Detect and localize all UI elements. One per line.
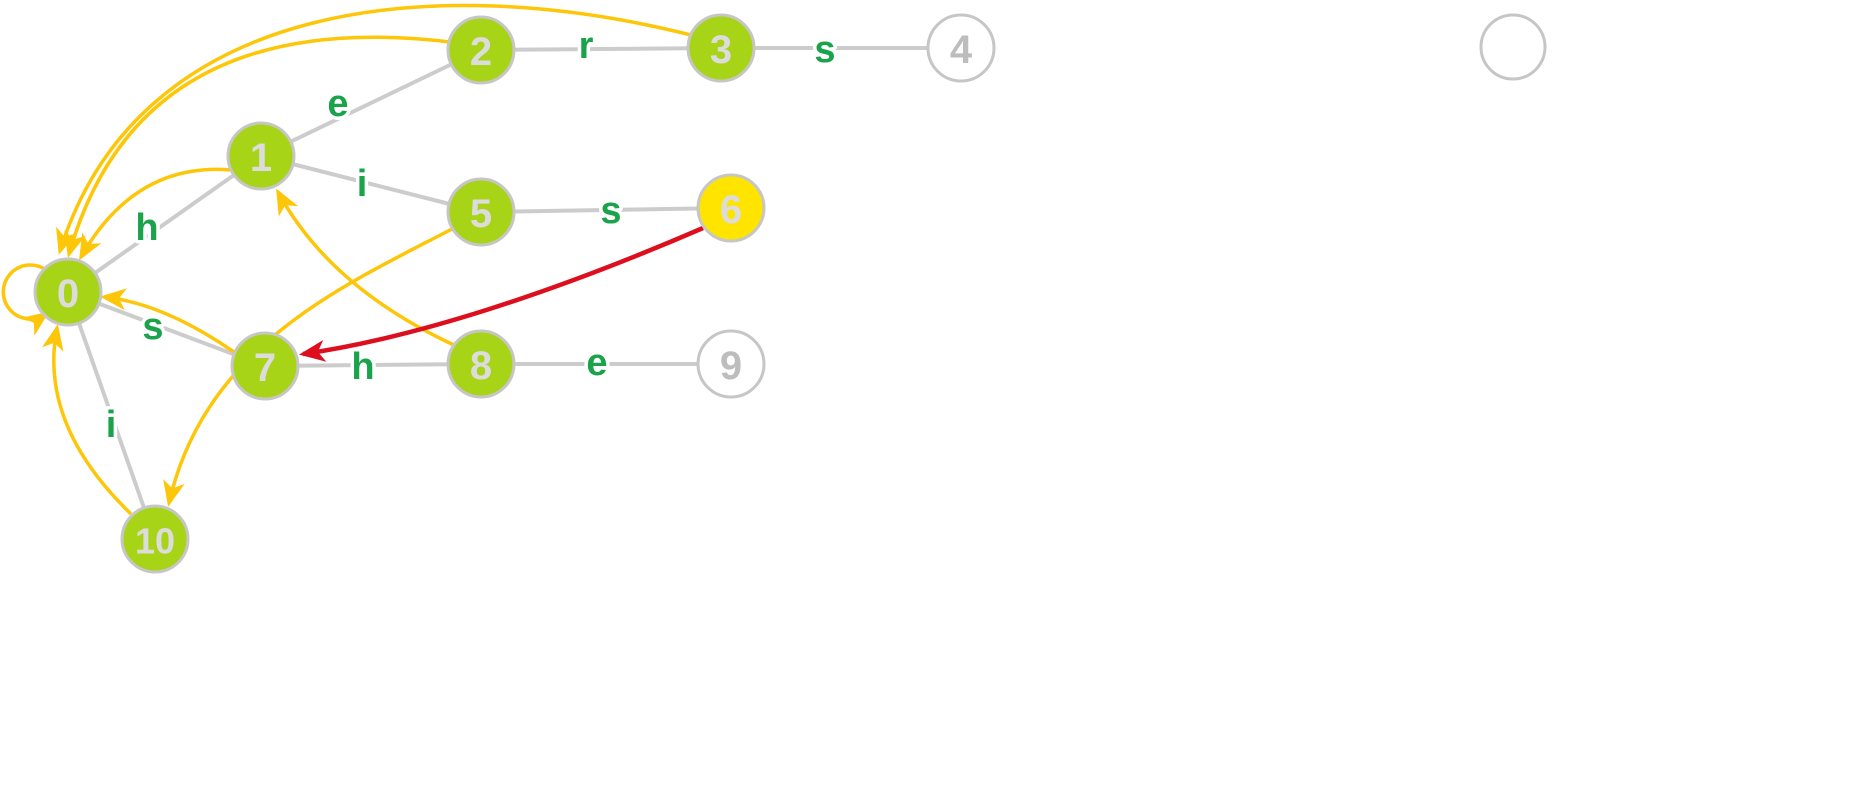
links bbox=[1, 3, 704, 516]
fail-link-0-0 bbox=[1, 263, 50, 336]
edge-label-7-8: h bbox=[351, 346, 374, 388]
edge-label-5-6: s bbox=[600, 190, 621, 232]
node-0-label: 0 bbox=[57, 272, 79, 316]
fail-link-7-0 bbox=[100, 288, 235, 354]
node-8[interactable]: 8 bbox=[446, 329, 516, 399]
node-0-circle bbox=[33, 257, 103, 327]
node-2-label: 2 bbox=[470, 30, 492, 74]
node-2-circle bbox=[446, 15, 516, 85]
node-3-circle bbox=[686, 13, 756, 83]
node-9-circle bbox=[696, 329, 766, 399]
node-5-label: 5 bbox=[470, 192, 492, 236]
node-0[interactable]: 0 bbox=[33, 257, 103, 327]
edge-label-1-2: e bbox=[327, 83, 348, 125]
fail-link-1-0 bbox=[79, 167, 232, 261]
node-7-circle bbox=[230, 331, 300, 401]
node-9[interactable]: 9 bbox=[696, 329, 766, 399]
edge-label-8-9: e bbox=[586, 342, 607, 384]
node-3[interactable]: 3 bbox=[686, 13, 756, 83]
tree-edge-1-2 bbox=[260, 48, 482, 158]
node-2[interactable]: 2 bbox=[446, 15, 516, 85]
node-5[interactable]: 5 bbox=[446, 177, 516, 247]
tree-edge-7-8 bbox=[264, 362, 482, 368]
node-8-label: 8 bbox=[470, 344, 492, 388]
node-4[interactable]: 4 bbox=[926, 13, 996, 83]
tree-edge-5-6 bbox=[480, 206, 732, 214]
node-4-circle bbox=[926, 13, 996, 83]
tree-edges bbox=[66, 46, 961, 540]
tree-edge-0-1 bbox=[66, 154, 263, 294]
edge-label-0-7: s bbox=[142, 306, 163, 348]
tree-edge-2-3 bbox=[480, 46, 722, 52]
active-link-6-7 bbox=[299, 225, 704, 362]
node-10[interactable]: 10 bbox=[120, 504, 190, 574]
node-1-circle bbox=[226, 121, 296, 191]
fail-link-8-1 bbox=[276, 188, 457, 348]
node-ghost[interactable] bbox=[1479, 13, 1547, 81]
edge-label-1-5: i bbox=[357, 163, 368, 205]
node-6[interactable]: 6 bbox=[696, 173, 766, 243]
node-10-circle bbox=[120, 504, 190, 574]
nodes: 0 1 2 3 4 5 6 7 8 9 10 bbox=[33, 13, 1547, 574]
node-1-label: 1 bbox=[250, 136, 272, 180]
fail-link-10-0 bbox=[41, 324, 133, 516]
node-8-circle bbox=[446, 329, 516, 399]
edge-label-3-4: s bbox=[814, 29, 835, 71]
node-4-label: 4 bbox=[950, 28, 973, 72]
fail-link-5-10 bbox=[163, 227, 453, 507]
node-3-label: 3 bbox=[710, 28, 732, 72]
tree-edge-1-5 bbox=[260, 154, 482, 214]
tree-edge-0-10 bbox=[66, 291, 157, 540]
fail-link-3-0 bbox=[56, 3, 692, 255]
node-10-label: 10 bbox=[135, 521, 175, 562]
node-7[interactable]: 7 bbox=[230, 331, 300, 401]
edge-label-0-10: i bbox=[106, 404, 117, 446]
edge-label-2-3: r bbox=[579, 25, 594, 67]
node-1[interactable]: 1 bbox=[226, 121, 296, 191]
fail-link-2-0 bbox=[64, 35, 451, 258]
node-ghost-circle bbox=[1479, 13, 1547, 81]
edge-label-0-1: h bbox=[135, 207, 158, 249]
node-7-label: 7 bbox=[254, 346, 276, 390]
node-9-label: 9 bbox=[720, 344, 742, 388]
node-6-circle bbox=[696, 173, 766, 243]
node-5-circle bbox=[446, 177, 516, 247]
node-6-label: 6 bbox=[720, 188, 742, 232]
